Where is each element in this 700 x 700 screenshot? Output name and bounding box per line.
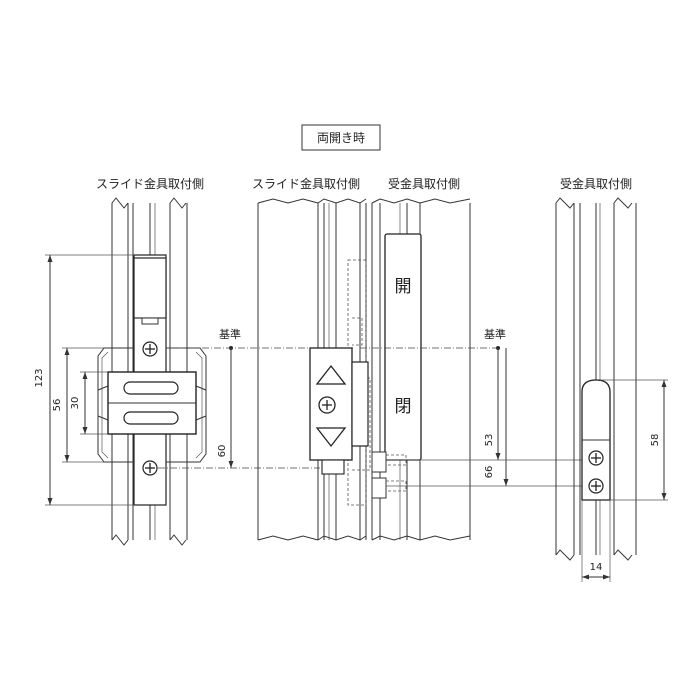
dimension-30: 30 <box>70 371 108 435</box>
receiver-fitting <box>581 379 611 501</box>
datum-label-right: 基準 <box>484 327 506 341</box>
plate-text-close: 閉 <box>395 397 412 417</box>
dimension-14: 14 <box>581 500 611 582</box>
dimension-label-53: 53 <box>484 434 495 447</box>
right-frame-profile <box>555 197 637 561</box>
dimension-123: 123 <box>34 254 134 506</box>
header-receiver-side-middle: 受金具取付側 <box>388 176 460 191</box>
plate-text-open: 開 <box>395 277 412 297</box>
dimension-label-58: 58 <box>650 434 661 447</box>
dimension-label-66: 66 <box>484 466 495 479</box>
dimension-label-60: 60 <box>217 445 228 458</box>
header-slide-side-middle: スライド金具取付側 <box>252 176 360 191</box>
receiver-screw-hidden <box>371 451 407 499</box>
dimension-56: 56 <box>52 347 104 463</box>
header-receiver-side-right: 受金具取付側 <box>560 176 632 191</box>
dimension-60: 60 <box>158 348 320 469</box>
datum-left: 基準 <box>166 327 355 350</box>
screw-icon <box>142 341 158 357</box>
screw-icon <box>142 460 158 476</box>
datum-label-left: 基準 <box>219 327 241 341</box>
dimension-label-30: 30 <box>70 397 81 410</box>
dimension-label-14: 14 <box>590 562 603 573</box>
title-text: 両開き時 <box>317 131 365 145</box>
dimension-66: 66 <box>484 348 509 486</box>
datum-right: 基準 <box>360 327 506 350</box>
slide-fitting <box>97 254 207 506</box>
dimension-58: 58 <box>600 379 668 501</box>
dimension-label-123: 123 <box>34 368 45 387</box>
dimension-label-56: 56 <box>52 399 63 412</box>
screw-icon <box>588 478 604 494</box>
dimension-53: 53 <box>484 348 501 460</box>
title-box: 両開き時 <box>301 124 381 151</box>
screw-icon <box>588 450 604 466</box>
open-close-plate: 開 閉 <box>384 233 422 461</box>
screw-icon <box>318 396 336 414</box>
header-slide-side-left: スライド金具取付側 <box>96 176 204 191</box>
